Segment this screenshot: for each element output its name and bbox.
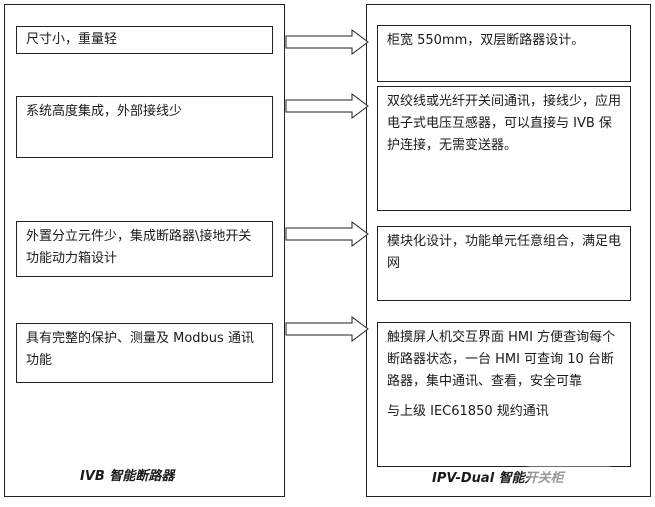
right-item-communication: 双绞线或光纤开关间通讯，接线少，应用电子式电压互感器，可以直接与 IVB 保护连… [377,86,631,211]
right-item-modular-text: 模块化设计，功能单元任意组合，满足电网 [387,234,622,271]
left-item-integration: 系统高度集成，外部接线少 [16,96,273,158]
right-item-communication-text: 双绞线或光纤开关间通讯，接线少，应用电子式电压互感器，可以直接与 IVB 保护连… [387,94,622,153]
right-item-modular: 模块化设计，功能单元任意组合，满足电网 [377,226,631,301]
left-item-size: 尺寸小，重量轻 [16,26,273,54]
right-item-cabinet-text: 柜宽 550mm，双层断路器设计。 [387,33,585,48]
arrow-4 [285,316,369,342]
right-item-hmi: 触摸屏人机交互界面 HMI 方便查询每个断路器状态，一台 HMI 可查询 10 … [377,322,631,467]
left-item-protection: 具有完整的保护、测量及 Modbus 通讯功能 [16,323,273,383]
arrow-1 [285,29,369,55]
right-item-hmi-note: 与上级 IEC61850 规约通讯 [387,404,549,419]
left-item-components-text: 外置分立元件少，集成断路器\接地开关功能动力箱设计 [26,229,252,266]
left-item-components: 外置分立元件少，集成断路器\接地开关功能动力箱设计 [16,221,273,277]
right-item-cabinet: 柜宽 550mm，双层断路器设计。 [377,25,631,82]
left-item-size-text: 尺寸小，重量轻 [26,32,118,47]
arrow-3 [285,221,369,247]
watermark [528,466,610,488]
left-item-integration-text: 系统高度集成，外部接线少 [26,104,183,119]
arrow-2 [285,93,369,119]
left-panel-title: IVB 智能断路器 [80,469,175,484]
left-item-protection-text: 具有完整的保护、测量及 Modbus 通讯功能 [26,331,254,368]
right-item-hmi-text: 触摸屏人机交互界面 HMI 方便查询每个断路器状态，一台 HMI 可查询 10 … [387,330,616,389]
